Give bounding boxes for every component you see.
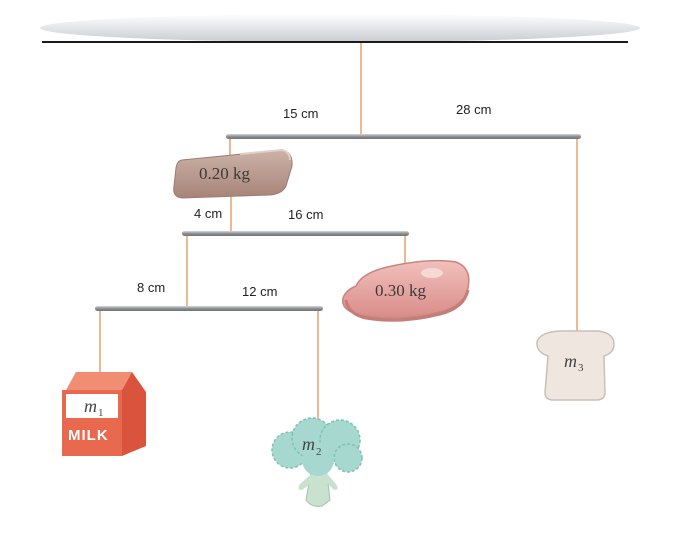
milk-text: MILK	[68, 427, 109, 444]
m2-label: m	[302, 434, 315, 454]
strings	[99, 43, 578, 428]
label-16cm: 16 cm	[288, 207, 323, 222]
label-4cm: 4 cm	[194, 206, 222, 221]
steak-mass: 0.30 kg	[341, 259, 470, 322]
m3-subscript: 3	[578, 362, 584, 374]
m1-subscript: 1	[98, 407, 104, 419]
m2-subscript: 2	[316, 446, 322, 458]
block-mass: 0.20 kg	[173, 148, 293, 199]
label-28cm: 28 cm	[456, 102, 491, 117]
bread-mass: m 3	[536, 330, 615, 401]
steak-mass-label: 0.30 kg	[375, 281, 427, 300]
block-mass-label: 0.20 kg	[199, 164, 251, 183]
broccoli-mass: m 2	[271, 417, 363, 507]
label-8cm: 8 cm	[137, 280, 165, 295]
ceiling-shade	[40, 14, 640, 42]
lower-bar	[95, 306, 323, 311]
top-bar	[226, 134, 581, 139]
m1-label: m	[84, 396, 97, 416]
label-15cm: 15 cm	[283, 106, 318, 121]
milk-carton: m 1 MILK	[62, 372, 146, 456]
label-12cm: 12 cm	[242, 284, 277, 299]
middle-bar	[182, 231, 409, 236]
m3-label: m	[564, 351, 577, 371]
